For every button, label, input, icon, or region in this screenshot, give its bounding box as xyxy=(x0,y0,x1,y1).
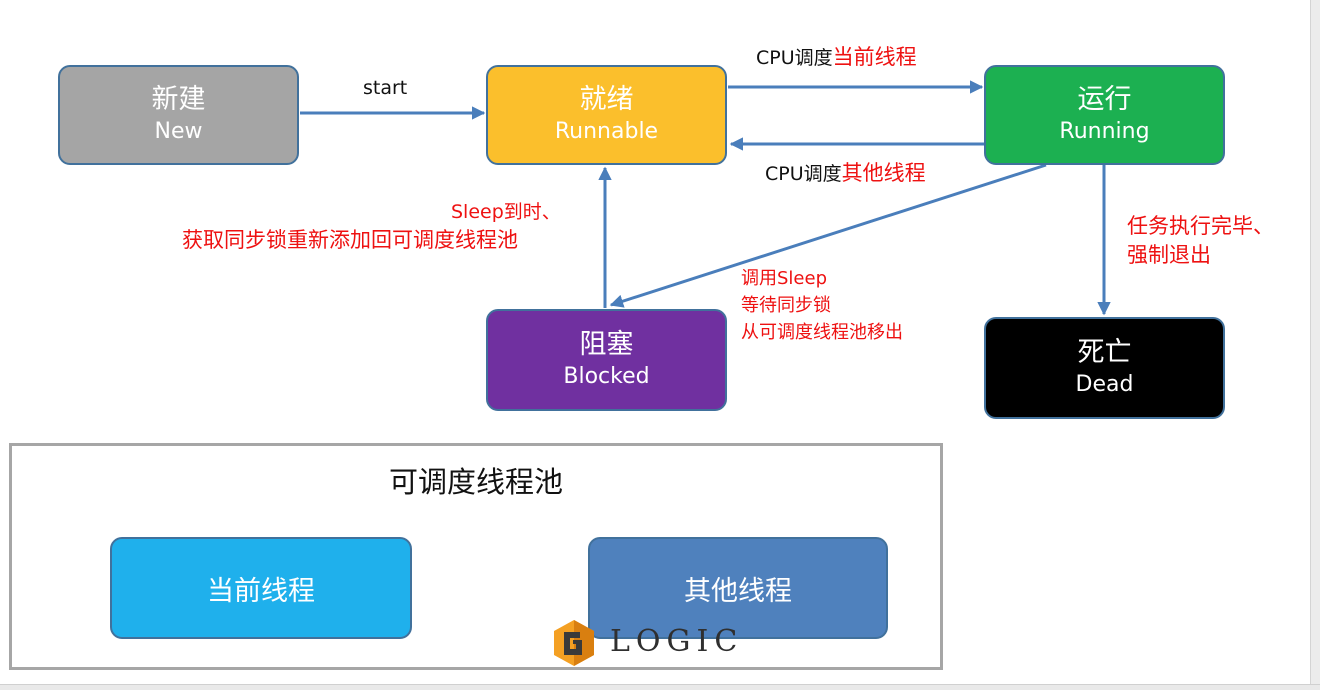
label-to-runnable-prefix: CPU调度 xyxy=(765,163,842,185)
label-running-to-blocked-2: 等待同步锁 xyxy=(741,295,831,316)
state-running-en: Running xyxy=(1059,119,1150,144)
state-blocked-en: Blocked xyxy=(563,364,650,389)
state-dead-en: Dead xyxy=(1075,372,1134,397)
logic-logo-icon xyxy=(554,620,594,666)
right-scrollbar xyxy=(1310,0,1320,690)
bottom-border xyxy=(0,684,1320,690)
state-new: 新建 New xyxy=(58,65,299,165)
state-dead-zh: 死亡 xyxy=(1077,337,1132,368)
state-dead: 死亡 Dead xyxy=(984,317,1225,419)
label-blocked-to-runnable-2: 获取同步锁重新添加回可调度线程池 xyxy=(182,228,518,252)
label-blocked-to-runnable-1: Sleep到时、 xyxy=(451,201,561,223)
label-running-to-blocked-1: 调用Sleep xyxy=(741,268,828,289)
label-to-runnable-red: 其他线程 xyxy=(841,161,926,185)
label-running-to-blocked-3: 从可调度线程池移出 xyxy=(741,322,903,343)
state-runnable-en: Runnable xyxy=(554,119,659,144)
label-to-runnable: CPU调度其他线程 xyxy=(765,161,926,186)
state-new-en: New xyxy=(154,119,203,144)
label-to-running: CPU调度当前线程 xyxy=(756,45,917,70)
pool-current-thread: 当前线程 xyxy=(110,537,412,639)
label-start: start xyxy=(363,77,408,99)
state-running: 运行 Running xyxy=(984,65,1225,165)
state-new-zh: 新建 xyxy=(151,84,206,115)
label-running-to-dead-1: 任务执行完毕、 xyxy=(1127,214,1274,238)
pool-other-thread: 其他线程 xyxy=(588,537,888,639)
state-runnable-zh: 就绪 xyxy=(579,84,634,115)
state-runnable: 就绪 Runnable xyxy=(486,65,727,165)
state-blocked: 阻塞 Blocked xyxy=(486,309,727,411)
label-running-to-dead-2: 强制退出 xyxy=(1127,243,1211,267)
state-running-zh: 运行 xyxy=(1077,84,1132,115)
label-to-running-red: 当前线程 xyxy=(832,45,917,69)
logo-text: LOGIC xyxy=(610,624,744,659)
arrow-running-to-blocked xyxy=(609,163,1047,308)
label-to-running-prefix: CPU调度 xyxy=(756,47,833,69)
thread-pool-title: 可调度线程池 xyxy=(388,465,563,499)
state-blocked-zh: 阻塞 xyxy=(579,329,634,360)
